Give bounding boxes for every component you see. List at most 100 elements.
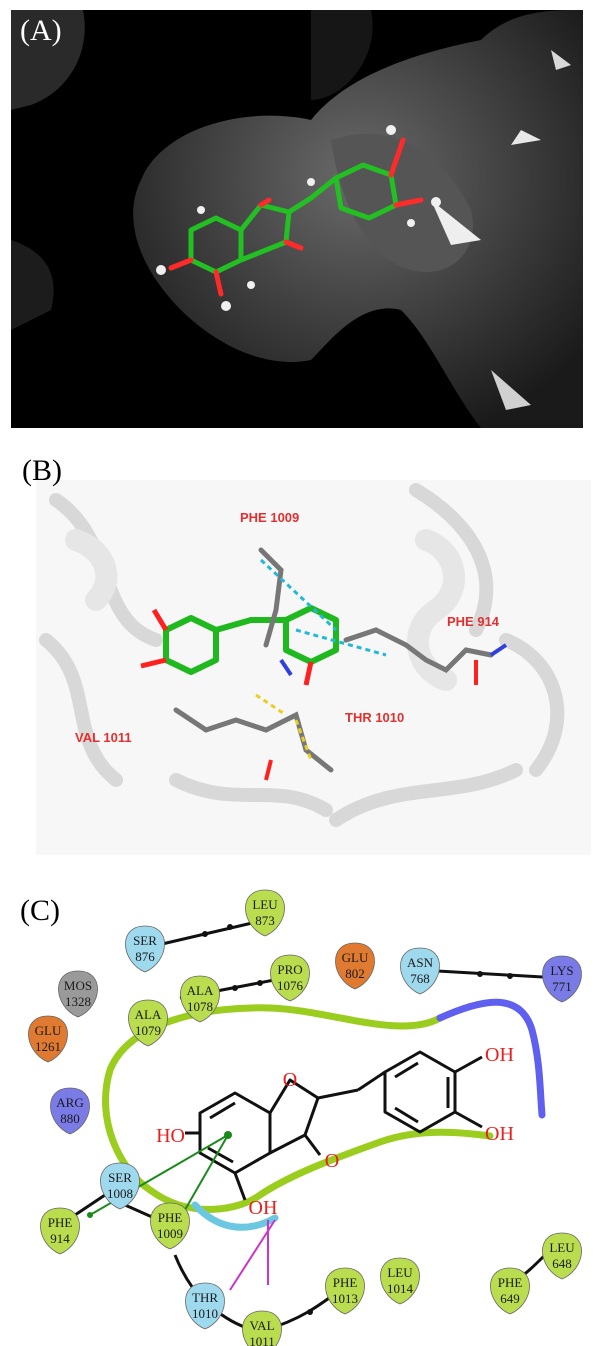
panel-a-label: (A) xyxy=(20,14,62,47)
residue-name: PRO xyxy=(277,962,302,977)
residue-name: ALA xyxy=(135,1007,162,1022)
residue-label-thr1010: THR 1010 xyxy=(345,710,405,725)
residue-name: ALA xyxy=(187,983,214,998)
residue-number: 1009 xyxy=(157,1226,183,1241)
residue-number: 768 xyxy=(410,971,430,986)
residue-name: PHE xyxy=(48,1215,73,1230)
residue-bubble xyxy=(542,955,582,1003)
residue-number: 1011 xyxy=(249,1334,275,1346)
residue-number: 1328 xyxy=(65,994,91,1009)
ribbon-interaction-view xyxy=(36,480,591,855)
residue-name: LEU xyxy=(387,1265,413,1280)
residue-bubble xyxy=(125,925,165,973)
residue-bubble xyxy=(335,942,375,990)
residue-bubble xyxy=(242,1310,282,1346)
interaction-diagram: LEU873SER876MOS1328PRO1076GLU802ASN768LY… xyxy=(28,889,582,1346)
residue-name: SER xyxy=(108,1170,132,1185)
residue-number: 802 xyxy=(345,966,365,981)
ligand-atom-label-ho-left: HO xyxy=(156,1125,185,1147)
residue-number: 1078 xyxy=(187,999,213,1014)
pocket-outline-green xyxy=(102,1004,494,1213)
ligand-atom-label-o-ring: O xyxy=(283,1069,297,1091)
residue-bubble xyxy=(325,1267,365,1315)
residue-bubble xyxy=(28,1015,68,1063)
residue-name: MOS xyxy=(64,978,92,993)
residue-name: PHE xyxy=(333,1275,358,1290)
benzene-ring-right xyxy=(383,1050,457,1134)
residue-number: 771 xyxy=(552,979,572,994)
residue-number: 1076 xyxy=(277,978,304,993)
residue-bubble xyxy=(100,1162,140,1210)
panel-c-label: (C) xyxy=(20,894,60,927)
residue-bubble xyxy=(40,1207,80,1255)
panel-b: (B) PHE 1009 PHE 914 VAL 1011 THR 1010 xyxy=(0,440,595,865)
residue-name: PHE xyxy=(498,1275,523,1290)
residue-name: LYS xyxy=(550,963,573,978)
residue-number: 876 xyxy=(135,949,155,964)
residue-label-phe914: PHE 914 xyxy=(447,614,500,629)
residue-name: SER xyxy=(133,933,157,948)
residue-number: 873 xyxy=(255,913,275,928)
ribbon-render xyxy=(39,483,565,827)
residue-number: 1013 xyxy=(332,1291,358,1306)
residue-bubble xyxy=(180,975,220,1023)
residue-name: THR xyxy=(192,1290,218,1305)
residue-name: GLU xyxy=(35,1023,62,1038)
residue-bubble xyxy=(50,1087,90,1135)
residue-name: LEU xyxy=(549,1240,575,1255)
residue-number: 1014 xyxy=(387,1281,414,1296)
ligand-atom-label-o-ketone: O xyxy=(325,1150,339,1172)
residue-bubble xyxy=(128,999,168,1047)
surface-render xyxy=(11,10,583,428)
residue-number: 1010 xyxy=(192,1306,218,1321)
ligand-atom-label-oh-bottom: OH xyxy=(485,1123,514,1145)
residue-name: ASN xyxy=(407,955,434,970)
residue-number: 1008 xyxy=(107,1186,133,1201)
pocket-outline-blue xyxy=(436,998,546,1119)
residue-bubble xyxy=(542,1232,582,1280)
benzene-ring-left xyxy=(198,1091,272,1175)
binding-pocket-surface-view xyxy=(11,10,583,428)
residue-name: ARG xyxy=(56,1095,83,1110)
residue-bubble xyxy=(400,947,440,995)
ligand-atom-label-oh-top: OH xyxy=(485,1044,514,1066)
residue-label-val1011: VAL 1011 xyxy=(75,730,132,745)
residue-label-phe1009: PHE 1009 xyxy=(240,510,300,525)
residue-bubble xyxy=(245,889,285,937)
residue-bubble xyxy=(380,1257,420,1305)
residue-name: PHE xyxy=(158,1210,183,1225)
residue-bubble xyxy=(490,1267,530,1315)
residue-name: GLU xyxy=(342,950,369,965)
residue-number: 880 xyxy=(60,1111,80,1126)
residue-number: 649 xyxy=(500,1291,520,1306)
residue-number: 1079 xyxy=(135,1023,161,1038)
panel-c: (C) xyxy=(0,880,595,1346)
residue-name: VAL xyxy=(249,1318,274,1333)
residue-bubble xyxy=(270,954,310,1002)
residue-bubble xyxy=(150,1202,190,1250)
residue-number: 1261 xyxy=(35,1039,61,1054)
residue-number: 914 xyxy=(50,1231,70,1246)
residue-number: 648 xyxy=(552,1256,572,1271)
residue-bubble xyxy=(58,970,98,1018)
